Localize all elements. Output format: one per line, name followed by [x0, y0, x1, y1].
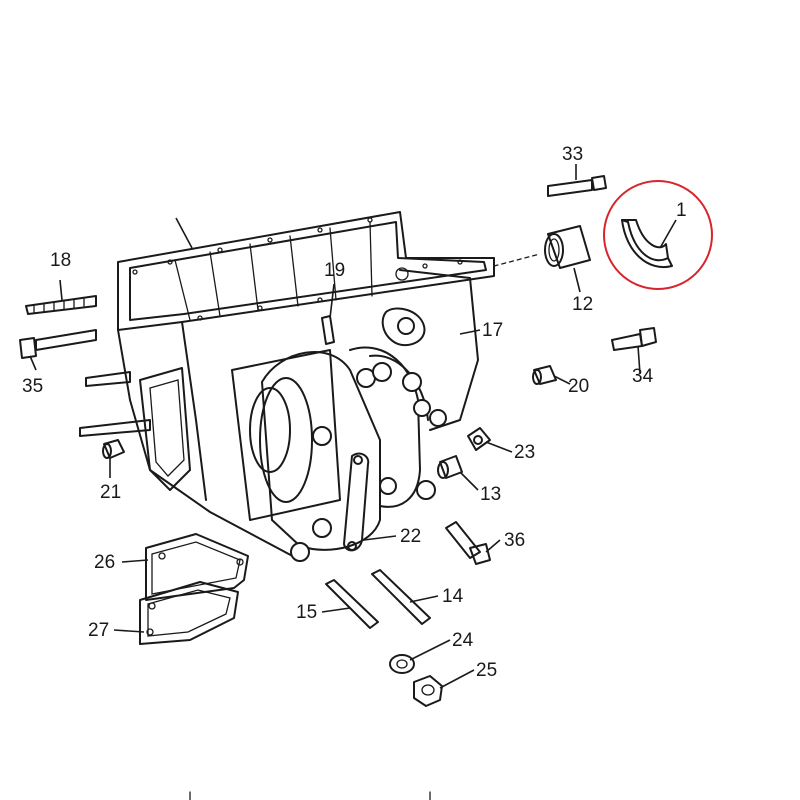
callout-17: 17	[482, 320, 503, 341]
part-26-gasket	[145, 533, 249, 601]
leader-lines	[29, 164, 677, 689]
main-housing	[117, 211, 495, 561]
part-19-pin	[321, 315, 335, 345]
callout-15: 15	[296, 602, 317, 623]
highlight-circle	[603, 180, 713, 290]
part-13-dowel	[437, 455, 463, 479]
callout-19: 19	[324, 260, 345, 281]
part-27-gasket	[139, 581, 239, 645]
callout-33: 33	[562, 144, 583, 165]
part-14-stud	[371, 569, 431, 625]
bearing-housing	[259, 346, 447, 562]
part-20-dowel	[532, 365, 557, 385]
part-15-stud	[325, 579, 379, 629]
callout-35: 35	[22, 376, 43, 397]
callout-36: 36	[504, 530, 525, 551]
part-34-bolt	[611, 327, 657, 351]
callout-13: 13	[480, 484, 501, 505]
part-1-half-bearing	[621, 219, 673, 269]
part-12-bush	[493, 225, 591, 269]
part-21-dowel	[102, 439, 125, 459]
callout-20: 20	[568, 376, 589, 397]
part-25-nut	[413, 675, 443, 707]
callout-labels: 1 12 13 14 15 17 18 19 20 21 22 23 24 25…	[22, 144, 687, 681]
part-22-strap	[343, 452, 370, 552]
callout-27: 27	[88, 620, 109, 641]
callout-22: 22	[400, 526, 421, 547]
part-33-bolt	[547, 175, 607, 197]
callout-1: 1	[676, 200, 687, 221]
part-36-bolt	[445, 521, 491, 565]
part-23-tab-washer	[467, 427, 491, 451]
part-18-stud	[25, 295, 97, 315]
callout-34: 34	[632, 366, 654, 387]
callout-23: 23	[514, 442, 535, 463]
studs-left	[79, 371, 151, 437]
callout-24: 24	[452, 630, 474, 651]
callout-12: 12	[572, 294, 593, 315]
bottom-edge-mark	[189, 791, 431, 800]
callout-14: 14	[442, 586, 464, 607]
callout-25: 25	[476, 660, 497, 681]
callout-26: 26	[94, 552, 115, 573]
part-24-washer	[389, 654, 415, 674]
callout-18: 18	[50, 250, 71, 271]
callout-21: 21	[100, 482, 121, 503]
part-35-bolt	[19, 329, 97, 359]
